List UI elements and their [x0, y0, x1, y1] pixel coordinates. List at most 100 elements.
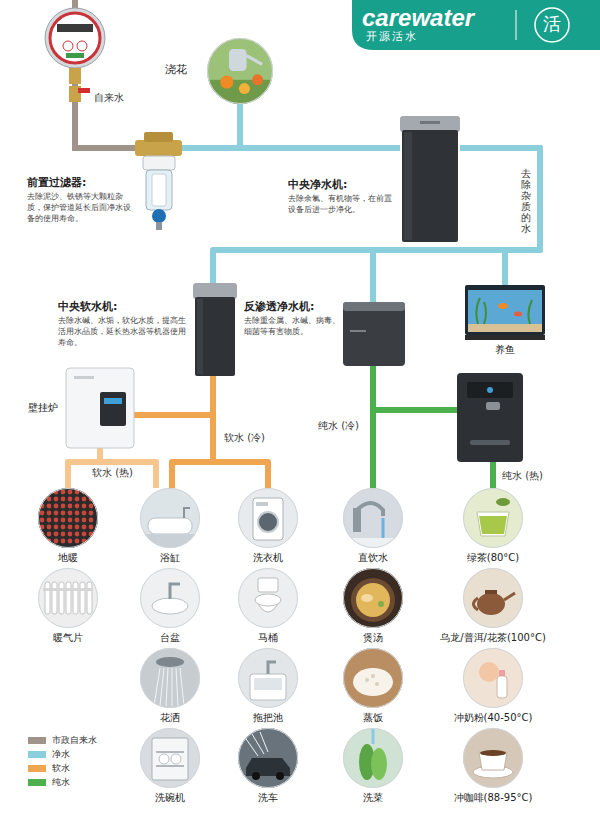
- icon-shape: [351, 578, 395, 622]
- icon-shape: [75, 511, 80, 516]
- usage-circle: 蒸饭: [343, 648, 403, 708]
- icon-shape: [61, 525, 66, 530]
- photo-circle: [343, 728, 403, 788]
- usage-circle: 冲奶粉(40-50°C): [463, 648, 523, 708]
- icon-shape: [375, 682, 379, 686]
- photo-icon: [463, 568, 523, 628]
- icon-shape: [353, 508, 361, 532]
- legend-swatch: [28, 737, 46, 744]
- water-meter: [77, 41, 87, 51]
- photo-circle: [140, 648, 200, 708]
- device-note: 去除重金属、水碱、病毒、细菌等有害物质。: [244, 316, 340, 338]
- usage-label: 煲汤: [303, 631, 443, 645]
- usage-label: 冲奶粉(40-50°C): [423, 711, 563, 725]
- photo-icon: [463, 488, 523, 548]
- fish-tank-picture: [468, 290, 542, 332]
- photo-ground: [238, 568, 298, 628]
- icon-shape: [479, 516, 507, 534]
- legend: 市政自来水净水软水纯水: [28, 733, 97, 789]
- pre-filter-device: [146, 170, 172, 210]
- icon-shape: [82, 511, 87, 516]
- circle-outline: [239, 729, 298, 788]
- boiler-device: [100, 392, 126, 426]
- photo-circle: [343, 568, 403, 628]
- icon-shape: [47, 518, 52, 523]
- brand-banner: [352, 0, 600, 50]
- icon-shape: [40, 539, 45, 544]
- usage-label: 台盆: [100, 631, 240, 645]
- icon-shape: [87, 582, 92, 614]
- usage-label: 浴缸: [100, 551, 240, 565]
- icon-shape: [73, 582, 78, 614]
- icon-shape: [252, 772, 260, 780]
- icon-shape: [372, 728, 375, 744]
- water-meter: [66, 53, 84, 58]
- photo-icon: [463, 728, 523, 788]
- icon-shape: [253, 498, 283, 540]
- pre-filter-device: [152, 209, 166, 223]
- photo-ground: [343, 728, 403, 788]
- photo-circle: [238, 728, 298, 788]
- water-softener: 中央软水机:去除水碱、水垢，软化水质，提高生活用水品质，延长热水器等机器使用寿命…: [193, 283, 237, 376]
- photo-ground: [463, 728, 523, 788]
- usage-label: 蒸饭: [303, 711, 443, 725]
- icon-shape: [343, 538, 403, 548]
- legend-row: 净水: [28, 747, 97, 761]
- circle-outline: [141, 649, 200, 708]
- photo-ground: [140, 488, 200, 548]
- icon-shape: [68, 490, 73, 495]
- photo-circle: [238, 568, 298, 628]
- usage-label: 冲咖啡(88-95°C): [423, 791, 563, 805]
- icon-shape: [254, 678, 282, 690]
- icon-shape: [89, 539, 94, 544]
- usage-circle: 乌龙/普洱/花茶(100°C): [463, 568, 523, 628]
- photo-circle: [343, 648, 403, 708]
- icon-shape: [61, 539, 66, 544]
- icon-shape: [499, 670, 505, 676]
- photo-ground: [463, 568, 523, 628]
- icon-shape: [244, 732, 268, 756]
- icon-shape: [75, 532, 80, 537]
- water-meter: [45, 8, 105, 102]
- photo-ground: [343, 488, 403, 548]
- usage-circle: 洗衣机: [238, 488, 298, 548]
- icon-shape: [47, 525, 52, 530]
- ro-device: [343, 302, 405, 311]
- circle-outline: [464, 569, 523, 628]
- usage-circle: 地暖: [38, 488, 98, 548]
- icon-shape: [54, 518, 59, 523]
- photo-ground: [38, 488, 98, 548]
- usage-circle: 绿茶(80°C): [463, 488, 523, 548]
- pre-filter-device: [152, 174, 166, 206]
- legend-text: 纯水: [52, 776, 70, 789]
- icon-shape: [171, 754, 181, 764]
- photo-ground: [140, 648, 200, 708]
- photo-ground: [463, 648, 523, 708]
- icon-shape: [54, 539, 59, 544]
- circle-outline: [141, 569, 200, 628]
- icon-shape: [61, 518, 66, 523]
- icon-shape: [497, 676, 507, 698]
- icon-shape: [356, 583, 390, 617]
- photo-icon: [238, 568, 298, 628]
- device-note: 去除余氯、有机物等，在前置设备后进一步净化。: [288, 194, 396, 216]
- water-meter: [78, 88, 90, 93]
- fish-tank-picture: [514, 312, 522, 317]
- water-pipe: [172, 376, 213, 488]
- icon-shape: [75, 518, 80, 523]
- ro-device: [343, 302, 405, 366]
- legend-row: 软水: [28, 761, 97, 775]
- fish-tank-picture: [468, 324, 542, 332]
- photo-circle: [463, 648, 523, 708]
- softener-device: [193, 283, 237, 299]
- circle-outline: [464, 489, 523, 548]
- pre-filter-device: [135, 132, 182, 230]
- brand-banner: [535, 8, 569, 42]
- purifier-device: [402, 130, 458, 242]
- fish-tank-picture: [465, 335, 545, 340]
- circle-outline: [344, 649, 403, 708]
- icon-shape: [47, 532, 52, 537]
- icon-shape: [268, 662, 276, 674]
- icon-shape: [68, 504, 73, 509]
- icon-shape: [176, 668, 178, 706]
